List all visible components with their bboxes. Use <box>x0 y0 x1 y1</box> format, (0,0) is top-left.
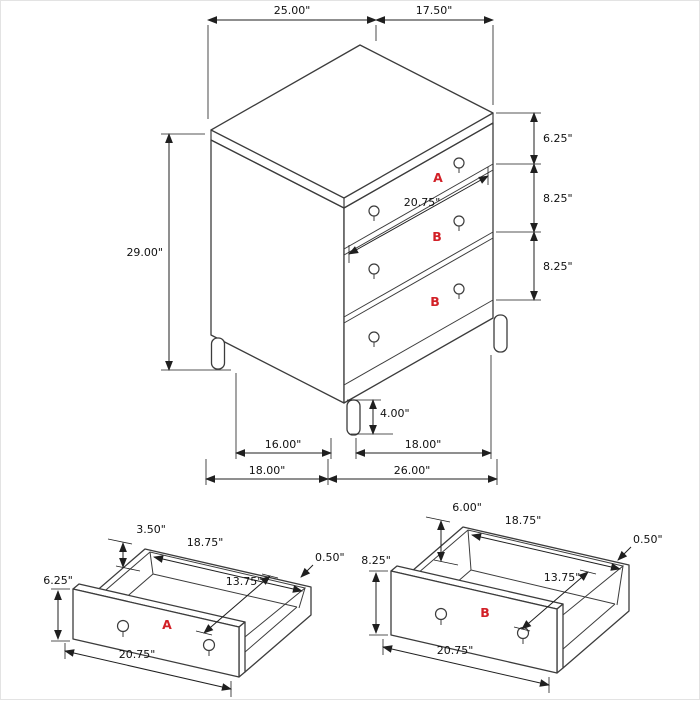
chest-top-face <box>210 44 494 199</box>
chest-legs <box>210 314 508 436</box>
drawer-b-front-height-dimension: 8.25" <box>361 554 391 567</box>
drawer-b-side-height-dimension: 6.00" <box>452 501 482 514</box>
drawer-a-knob-right <box>453 157 465 169</box>
drawer-b-thickness-leader <box>617 546 632 561</box>
drawer-b-front-height-ext <box>369 570 388 636</box>
overall-width-dimension: 26.00" <box>394 464 431 477</box>
drawer-b-inner-width-dimension: 18.75" <box>505 514 542 527</box>
drawer-b-detail: B 8.25" 6.00" 18.75" 0.50" 13.75" 20.75" <box>361 501 663 693</box>
drawer-b1-letter: B <box>432 229 442 244</box>
leg-height-dimension: 4.00" <box>380 407 410 420</box>
drawer-width-dim-line <box>348 175 489 255</box>
drawer-b-inner-width-line <box>471 533 621 571</box>
left-leg <box>210 337 226 370</box>
right-leg <box>493 314 508 353</box>
top-slab-edge <box>210 112 494 209</box>
drawer-divider-3 <box>343 299 494 386</box>
drawer-a-inner-depth-line <box>203 575 271 634</box>
drawer-a-detail-knob-left <box>116 619 130 633</box>
drawer-b2-letter: B <box>430 294 440 309</box>
drawer-front-width-dimension: 20.75" <box>404 196 441 209</box>
top-depth-dimension: 17.50" <box>416 4 453 17</box>
drawer-a-thickness-dimension: 0.50" <box>315 551 345 564</box>
drawer-a-detail-knob-right <box>202 638 216 652</box>
overall-depth-dimension: 18.00" <box>249 464 286 477</box>
right-dimension-1: 6.25" <box>543 132 573 145</box>
drawer-a-knob-left <box>368 205 380 217</box>
drawer-a-side-height-dimension: 3.50" <box>136 523 166 536</box>
right-dimension-2: 8.25" <box>543 192 573 205</box>
drawer-b-inner-depth-line <box>521 571 589 630</box>
front-leg <box>346 399 361 436</box>
leg-span-width-dimension: 18.00" <box>405 438 442 451</box>
top-width-dimension: 25.00" <box>274 4 311 17</box>
drawer-a-inner-width-line <box>153 555 303 593</box>
drawer-a-thickness-leader <box>300 564 314 578</box>
drawer-a-front-height-dimension: 6.25" <box>43 574 73 587</box>
drawer-b-overall-width-dimension: 20.75" <box>437 644 474 657</box>
drawer-b-front-panel-side <box>556 603 564 674</box>
drawer-b2-knob-right <box>453 283 465 295</box>
drawer-a-detail: A 6.25" 3.50" 18.75" 0.50" 13.75" 20.75" <box>43 523 345 697</box>
drawer-a-overall-width-dimension: 20.75" <box>119 648 156 661</box>
drawer-a-detail-letter: A <box>162 617 172 632</box>
right-extension-lines <box>496 112 541 301</box>
top-extension-lines <box>207 25 494 119</box>
drawer-a-overall-width-line <box>64 649 232 691</box>
drawer-b-detail-knob-left <box>434 607 448 621</box>
drawer-a-front-height-ext <box>51 588 70 642</box>
drawer-a-inner-width-dimension: 18.75" <box>187 536 224 549</box>
drawer-a-letter: A <box>433 170 443 185</box>
drawer-b1-knob-left <box>368 263 380 275</box>
drawer-b-inner-depth-dimension: 13.75" <box>544 571 581 584</box>
leg-span-depth-dimension: 16.00" <box>265 438 302 451</box>
bottom-row1-extension-lines <box>235 355 492 459</box>
drawer-b-detail-letter: B <box>480 605 490 620</box>
drawer-b-overall-width-line <box>382 645 550 687</box>
chest-body <box>210 44 494 404</box>
drawer-a-inner-depth-dimension: 13.75" <box>226 575 263 588</box>
drawer-b1-knob-right <box>453 215 465 227</box>
total-height-dimension: 29.00" <box>126 246 163 259</box>
drawer-a-front-panel-side <box>238 621 246 678</box>
dimension-annotations: 25.00" 17.50" 6.25" 8.25" 8.25" 29.00" 2… <box>126 4 573 485</box>
main-isometric-view: A B B 25.00" 17.50" 6.25" 8.25" 8.25" 29… <box>126 4 573 485</box>
drawer-b2-knob-left <box>368 331 380 343</box>
right-dimension-3: 8.25" <box>543 260 573 273</box>
drawer-b-thickness-dimension: 0.50" <box>633 533 663 546</box>
